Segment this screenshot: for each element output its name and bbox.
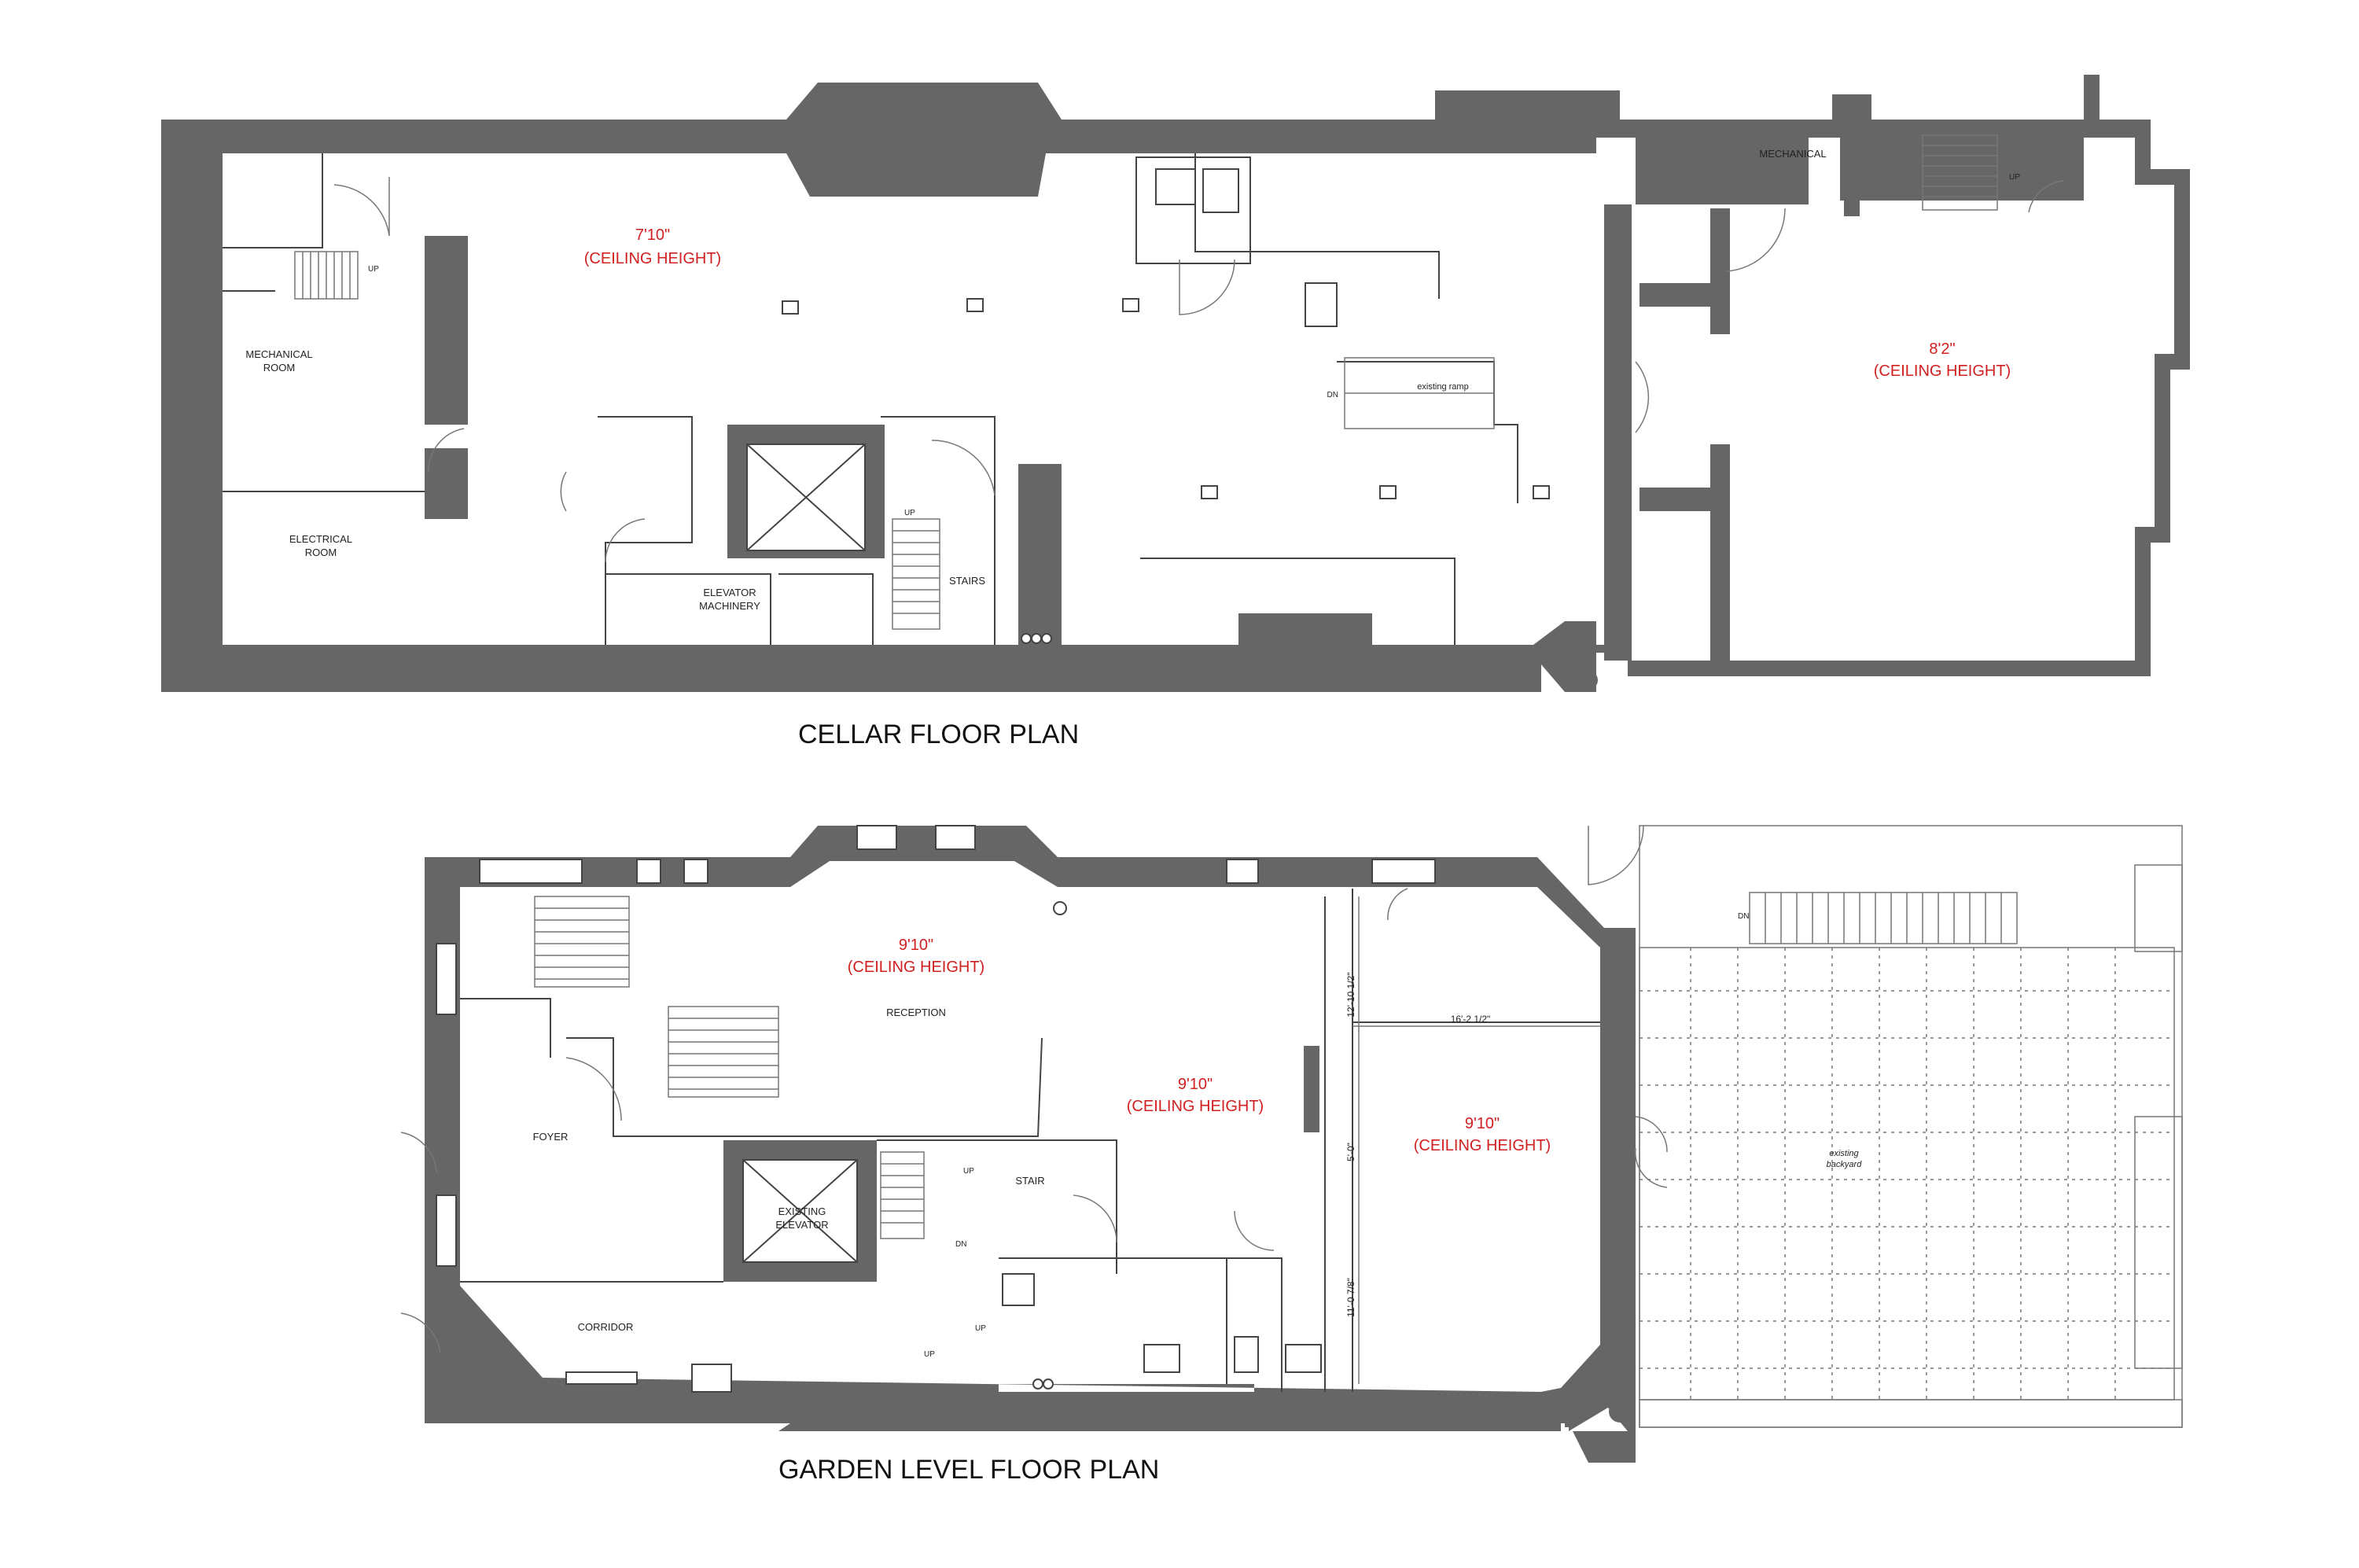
garden-wall-block [1608,936,1636,1093]
cellar-stair-up: UP [904,509,915,517]
cellar-sink [1155,168,1196,205]
garden-toilet [1234,1336,1259,1373]
cellar-main-height-note: (CEILING HEIGHT) [584,250,721,267]
garden-cabinet [691,1364,732,1393]
garden-column [1304,1046,1319,1132]
garden-windows [436,825,1436,1267]
garden-wall-block [1608,1239,1636,1404]
cellar-column [966,298,984,312]
cellar-mechanical-room-label: ROOM [263,362,295,374]
garden-plan: 16'-2 1/2" 12'-10 1/2" 5'-0" 11'-0 7/8" … [400,825,2183,1485]
cellar-wall-block [425,236,468,425]
cellar-meter [1021,633,1032,644]
garden-dim-width: 16'-2 1/2" [1451,1014,1491,1025]
garden-stair-label: STAIR [1015,1175,1044,1187]
garden-mid-height: 9'10" [1178,1076,1213,1093]
garden-plan-title: GARDEN LEVEL FLOOR PLAN [778,1455,1159,1485]
cellar-toilet [1202,168,1239,213]
cellar-hatch [1305,282,1338,327]
garden-column [1053,901,1067,915]
garden-meter [1043,1378,1054,1389]
garden-backyard [1639,825,2183,1428]
cellar-plan-title: CELLAR FLOOR PLAN [798,720,1079,749]
cellar-meter [1041,633,1052,644]
cellar-wall-block [425,448,468,519]
garden-backyard-label: backyard [1827,1160,1863,1169]
garden-dim-top: 12'-10 1/2" [1345,972,1356,1017]
cellar-outer-wall [161,75,2190,692]
cellar-column [1201,485,1218,499]
garden-stair-dn: DN [955,1240,966,1249]
garden-rear-height: 9'10" [1465,1115,1500,1132]
garden-sink [1285,1344,1322,1373]
garden-stair [534,892,2018,1239]
cellar-plan: 7'10" (CEILING HEIGHT) 8'2" (CEILING HEI… [161,75,2190,749]
cellar-wall-block [1604,204,1632,661]
cellar-mechanical-label: MECHANICAL [1759,148,1826,160]
cellar-wall-block [1018,464,1062,649]
cellar-stair-up: UP [368,265,379,274]
cellar-rear-height-note: (CEILING HEIGHT) [1874,363,2011,380]
cellar-elevator-machinery-label: ELEVATOR [703,587,756,598]
cellar-column [1533,485,1550,499]
garden-stair-dn: DN [1738,912,1749,921]
garden-backyard-label: existing [1829,1149,1859,1158]
garden-cabinet [1002,1273,1035,1306]
garden-foyer-label: FOYER [533,1131,569,1143]
garden-reception-label: RECEPTION [886,1007,946,1018]
cellar-stairs-label: STAIRS [949,575,985,587]
cellar-main-height: 7'10" [635,226,670,244]
garden-stair-up: UP [963,1167,974,1176]
garden-dimensions [1352,896,1600,1384]
garden-sink [1143,1344,1180,1373]
cellar-electrical-room-label: ELECTRICAL [289,533,352,545]
cellar-wall-block [1710,444,1730,661]
cellar-wall-block [1640,283,1722,307]
garden-stair-up: UP [924,1350,935,1359]
garden-dim-mid: 5'-0" [1345,1143,1356,1161]
cellar-mechanical-room-label: MECHANICAL [245,348,312,360]
garden-reception-height-note: (CEILING HEIGHT) [848,959,984,976]
garden-corridor-label: CORRIDOR [578,1321,634,1333]
garden-rear-height-note: (CEILING HEIGHT) [1414,1137,1551,1154]
cellar-stair [294,134,1998,630]
garden-dim-bottom: 11'-0 7/8" [1345,1278,1356,1317]
cellar-ramp-dn: DN [1327,391,1338,399]
cellar-drain [1579,671,1598,690]
cellar-rear-height: 8'2" [1929,340,1955,358]
garden-meter [1032,1378,1043,1389]
cellar-wall-block [1238,613,1372,649]
cellar-elevator-machinery-label: MACHINERY [699,600,760,612]
cellar-ramp [1344,357,1495,429]
garden-reception-height: 9'10" [899,937,933,954]
cellar-wall-block [1640,488,1710,511]
cellar-meter [1031,633,1042,644]
cellar-stair-up: UP [2009,173,2020,182]
cellar-ramp-label: existing ramp [1417,382,1468,392]
cellar-electrical-room-label: ROOM [305,547,337,558]
cellar-column [1122,298,1139,312]
garden-column [1609,1401,1631,1423]
garden-elevator-label: EXISTING [778,1205,826,1217]
cellar-column [782,300,799,315]
garden-radiator [565,1371,638,1385]
garden-elevator-label: ELEVATOR [775,1219,828,1231]
cellar-column [1379,485,1397,499]
garden-mid-height-note: (CEILING HEIGHT) [1127,1098,1264,1115]
cellar-wall-block [1844,201,1860,216]
garden-stair-up: UP [975,1324,986,1333]
